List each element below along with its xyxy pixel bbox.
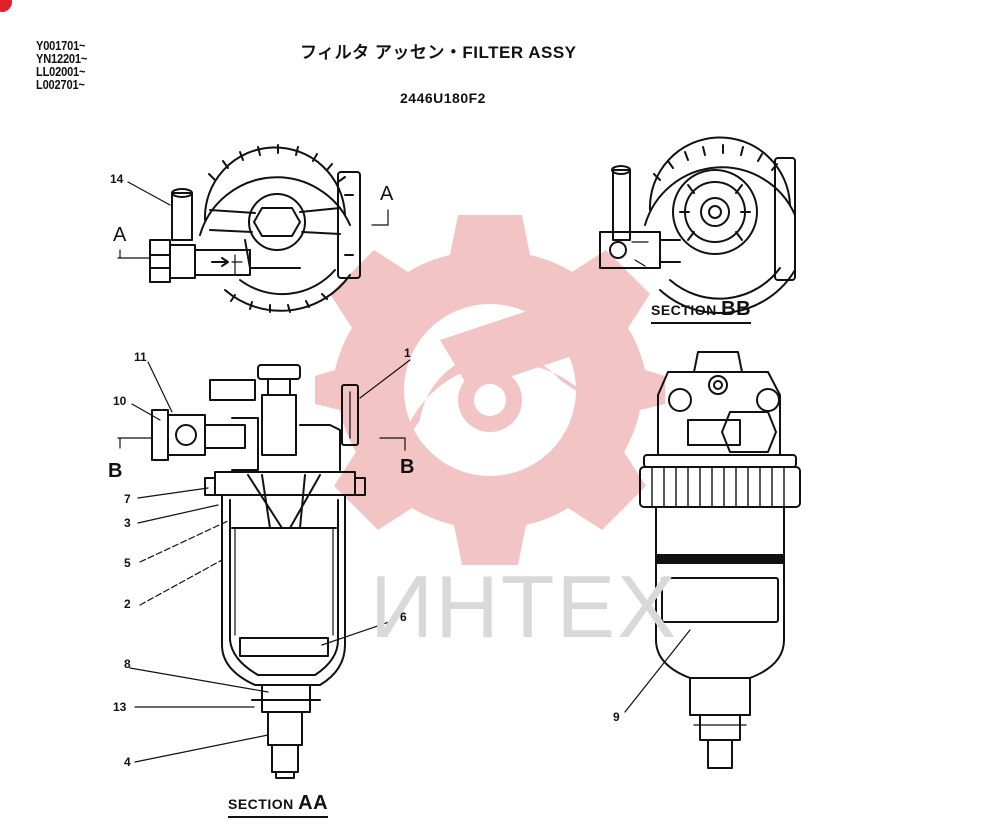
view-marker-b-right: B — [400, 456, 415, 478]
callout-5: 5 — [124, 556, 131, 570]
view-marker-a-right: A — [380, 183, 394, 205]
callout-7: 7 — [124, 492, 131, 506]
callout-10: 10 — [113, 394, 127, 408]
callout-14: 14 — [110, 172, 124, 186]
section-bb-prefix: SECTION — [651, 302, 717, 318]
callout-2: 2 — [124, 597, 131, 611]
external-side-view — [624, 351, 801, 769]
serial-range-4: L002701~ — [36, 77, 85, 92]
callout-13: 13 — [113, 700, 127, 714]
section-bb-label: SECTION BB — [651, 298, 752, 324]
callout-9: 9 — [613, 710, 620, 724]
section-aa-view — [117, 359, 411, 779]
drawing-title: フィルタ アッセン・FILTER ASSY — [300, 43, 577, 62]
section-aa-letters: AA — [298, 792, 329, 814]
corner-badge — [0, 0, 12, 12]
serial-range-2: YN12201~ — [36, 51, 88, 66]
serial-range-3: LL02001~ — [36, 64, 86, 79]
callout-3: 3 — [124, 516, 131, 530]
watermark-gear-logo — [315, 215, 665, 565]
view-marker-b-left: B — [108, 460, 123, 482]
callout-6: 6 — [400, 610, 407, 624]
callout-11: 11 — [134, 350, 147, 364]
watermark-text: ИНТЕХ — [370, 557, 678, 656]
callout-1: 1 — [404, 346, 411, 360]
section-aa-label: SECTION AA — [228, 792, 329, 818]
view-marker-a-left: A — [113, 224, 127, 246]
serial-range-1: Y001701~ — [36, 38, 86, 53]
callout-8: 8 — [124, 657, 131, 671]
callout-4: 4 — [124, 755, 131, 769]
top-view-left — [117, 144, 389, 313]
section-bb-letters: BB — [721, 298, 752, 320]
section-aa-prefix: SECTION — [228, 796, 294, 812]
part-number: 2446U180F2 — [400, 90, 486, 106]
section-bb-view — [599, 136, 796, 314]
